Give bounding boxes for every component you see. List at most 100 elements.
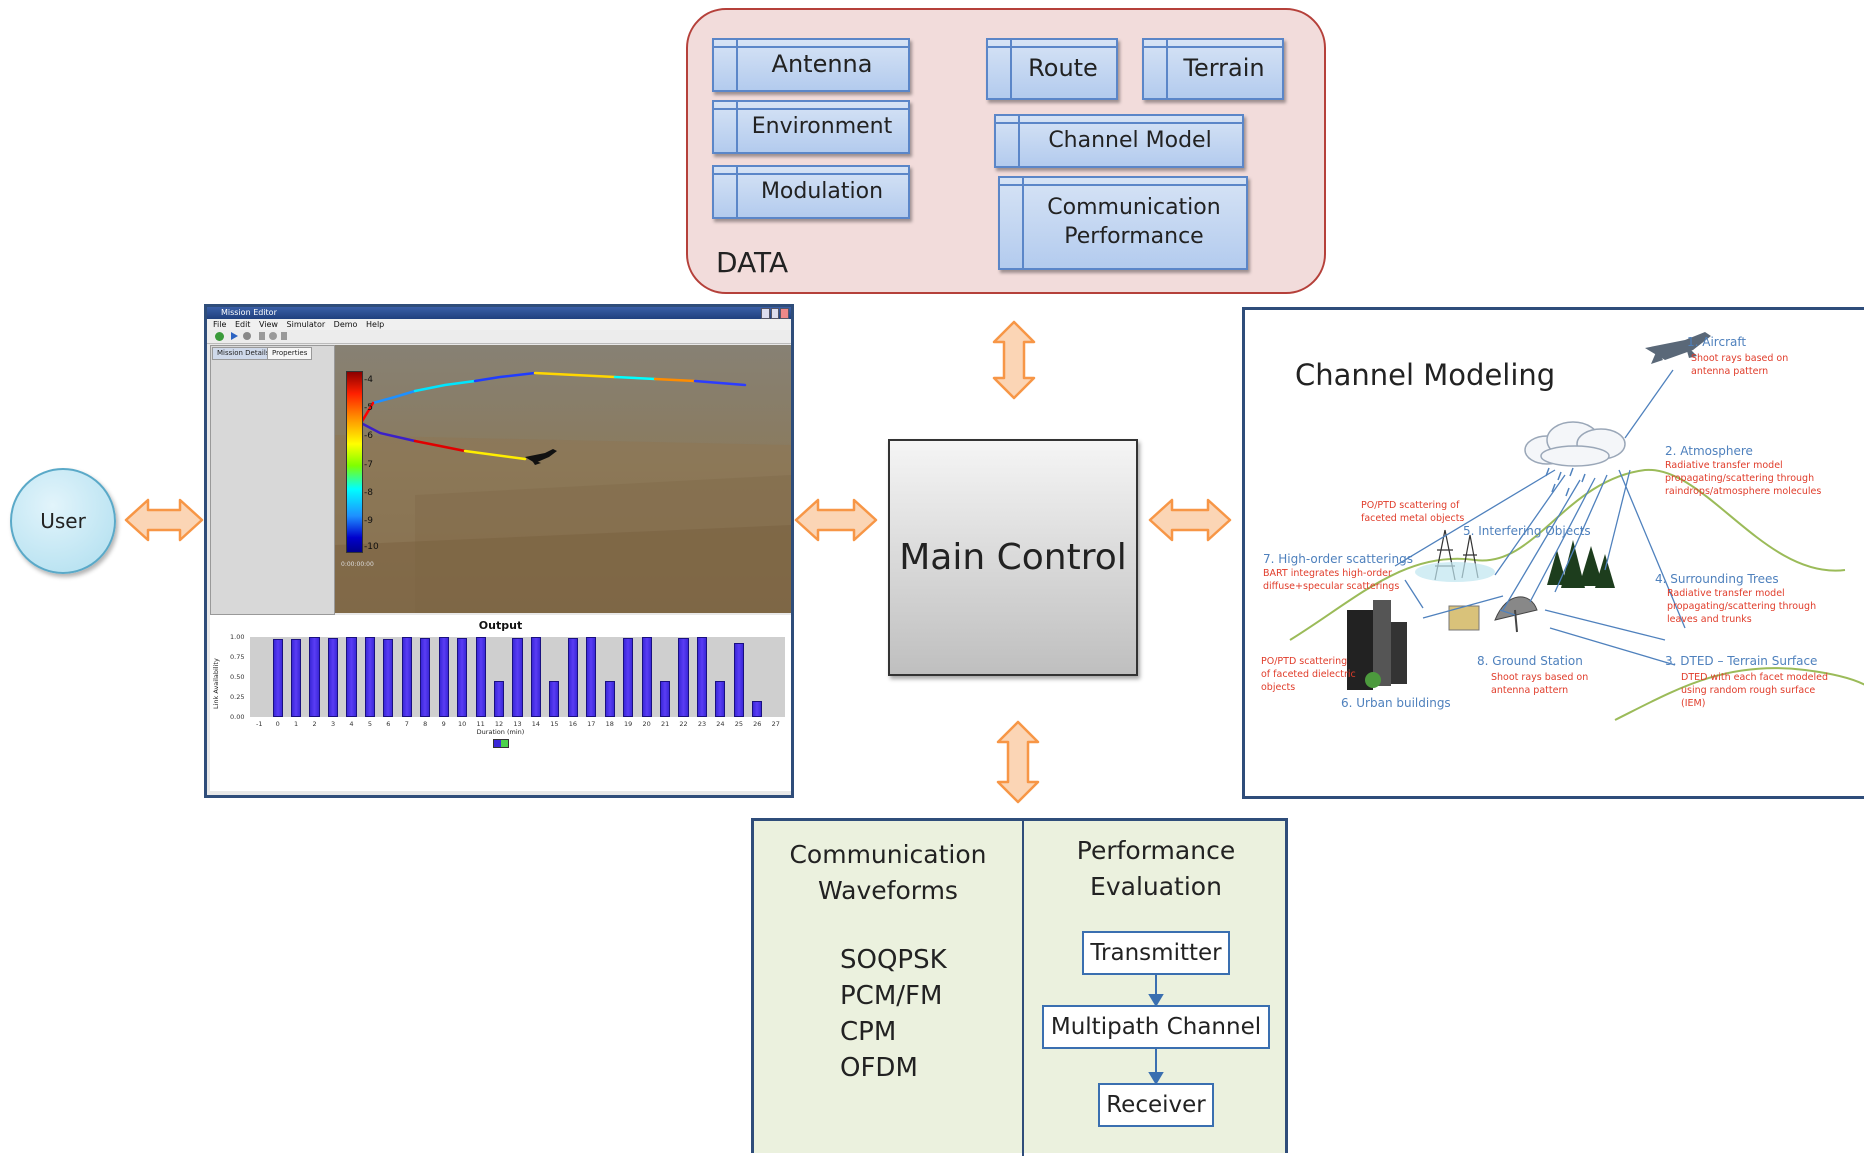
play-icon[interactable] (231, 332, 238, 340)
chart-bar (475, 637, 486, 717)
data-item-terrain-label: Terrain (1183, 54, 1265, 83)
menu-view[interactable]: View (258, 320, 278, 329)
multipath-channel-box[interactable]: Multipath Channel (1042, 1005, 1270, 1049)
tower-base (1415, 562, 1495, 582)
menu-demo[interactable]: Demo (333, 320, 358, 329)
y-axis-label: Link Availability (212, 658, 220, 709)
data-item-antenna[interactable]: Antenna (712, 38, 910, 92)
data-item-channel-model[interactable]: Channel Model (994, 114, 1244, 168)
desc-trees-line: propagating/scattering through (1667, 600, 1817, 612)
data-item-environment[interactable]: Environment (712, 100, 910, 154)
receiver-label: Receiver (1106, 1092, 1206, 1118)
x-tick-label: 19 (624, 720, 633, 728)
x-tick-label: 25 (734, 720, 744, 728)
desc-dielectric: PO/PTD scattering of faceted dielectric … (1261, 656, 1356, 694)
transmitter-box[interactable]: Transmitter (1082, 931, 1230, 975)
buildings-icon (1347, 600, 1407, 690)
minimize-icon[interactable] (761, 308, 770, 319)
data-item-terrain[interactable]: Terrain (1142, 38, 1284, 100)
desc-high-order-line: BART integrates high-order (1263, 568, 1392, 579)
main-control-box[interactable]: Main Control (888, 439, 1138, 676)
tab-mission-details[interactable]: Mission Details (212, 347, 275, 360)
x-tick-label: 1 (294, 720, 299, 728)
desc-ground-station: Shoot rays based on antenna pattern (1491, 672, 1588, 698)
performance-title: Performance Evaluation (1024, 833, 1288, 906)
cloud-icon (1524, 421, 1626, 467)
desc-metal-objects: PO/PTD scattering of faceted metal objec… (1361, 500, 1464, 526)
desc-aircraft-line: antenna pattern (1691, 365, 1769, 377)
label-urban-buildings: 6. Urban buildings (1341, 696, 1451, 710)
x-tick-label: 4 (349, 720, 354, 728)
refresh-icon[interactable] (215, 332, 224, 341)
window-title: Mission Editor (221, 308, 277, 317)
chain-arrows (1148, 975, 1164, 1085)
colorbar-tick: -8 (364, 488, 373, 498)
label-interfering-objects: 5. Interfering Objects (1463, 524, 1591, 538)
data-item-modulation[interactable]: Modulation (712, 165, 910, 219)
x-tick-label: 14 (531, 720, 541, 728)
arrow-head-icon (1148, 994, 1164, 1007)
chart-bar (512, 637, 523, 717)
chart-bar (567, 637, 578, 717)
x-tick-label: 13 (513, 720, 522, 728)
desc-terrain-line: (IEM) (1681, 697, 1706, 709)
x-tick-label: 27 (771, 720, 780, 728)
window-controls (761, 308, 790, 319)
chart-bar (420, 637, 431, 717)
desc-metal-line: faceted metal objects (1361, 512, 1465, 524)
y-tick-label: 0.25 (230, 693, 245, 701)
desc-dielectric-line: PO/PTD scattering (1261, 656, 1348, 667)
label-atmosphere: 2. Atmosphere (1665, 444, 1753, 458)
stop-icon[interactable] (243, 332, 251, 340)
chart-bar (660, 681, 671, 717)
label-trees: 4. Surrounding Trees (1655, 572, 1779, 586)
y-tick-label: 0.00 (230, 713, 245, 721)
rewind-icon[interactable] (259, 332, 265, 340)
bottom-divider (1022, 821, 1024, 1156)
arrow-head-icon (1148, 1072, 1164, 1085)
record-icon[interactable] (269, 332, 277, 340)
user-node[interactable]: User (10, 468, 116, 574)
desc-metal-line: PO/PTD scattering of (1361, 500, 1460, 511)
simulation-3d-view[interactable] (335, 345, 791, 613)
chart-bar (678, 637, 689, 717)
double-arrow-main-channel (1148, 498, 1232, 542)
data-item-comm-performance-line2: Performance (1064, 224, 1204, 249)
chart-bar (493, 681, 505, 717)
menu-help[interactable]: Help (366, 320, 385, 329)
chart-bar (604, 681, 615, 717)
receiver-box[interactable]: Receiver (1098, 1083, 1214, 1127)
data-panel-title: DATA (716, 246, 789, 279)
desc-trees-line: leaves and trunks (1667, 613, 1752, 625)
jet-icon (1645, 332, 1711, 364)
menu-edit[interactable]: Edit (234, 320, 251, 329)
x-tick-label: 7 (404, 720, 409, 728)
x-tick-label: 0 (275, 720, 280, 728)
close-icon[interactable] (780, 308, 790, 319)
output-plot-area (250, 637, 785, 717)
desc-dielectric-line: of faceted dielectric (1261, 668, 1356, 680)
data-item-comm-performance[interactable]: Communication Performance (998, 176, 1248, 270)
terrain-scene (335, 371, 791, 613)
x-tick-label: 11 (476, 720, 485, 728)
colorbar-tick: -9 (364, 516, 373, 526)
x-tick-label: 5 (367, 720, 372, 728)
chart-bar (438, 637, 449, 717)
x-tick-label: 23 (697, 720, 707, 728)
menu-simulator[interactable]: Simulator (286, 320, 326, 329)
chart-bar (715, 681, 726, 717)
mission-details-panel (210, 345, 335, 615)
menu-file[interactable]: File (213, 320, 227, 329)
data-item-route-label: Route (1028, 54, 1098, 83)
forward-icon[interactable] (281, 332, 287, 340)
terrain-curve (1289, 468, 1846, 641)
waveform-item: OFDM (840, 1053, 918, 1083)
x-tick-label: -1 (255, 720, 263, 728)
data-item-route[interactable]: Route (986, 38, 1118, 100)
maximize-icon[interactable] (770, 308, 780, 319)
x-tick-label: 2 (312, 720, 317, 728)
tab-properties[interactable]: Properties (267, 347, 313, 360)
chart-bar (309, 637, 320, 717)
window-title-bar: Mission Editor (207, 307, 791, 319)
